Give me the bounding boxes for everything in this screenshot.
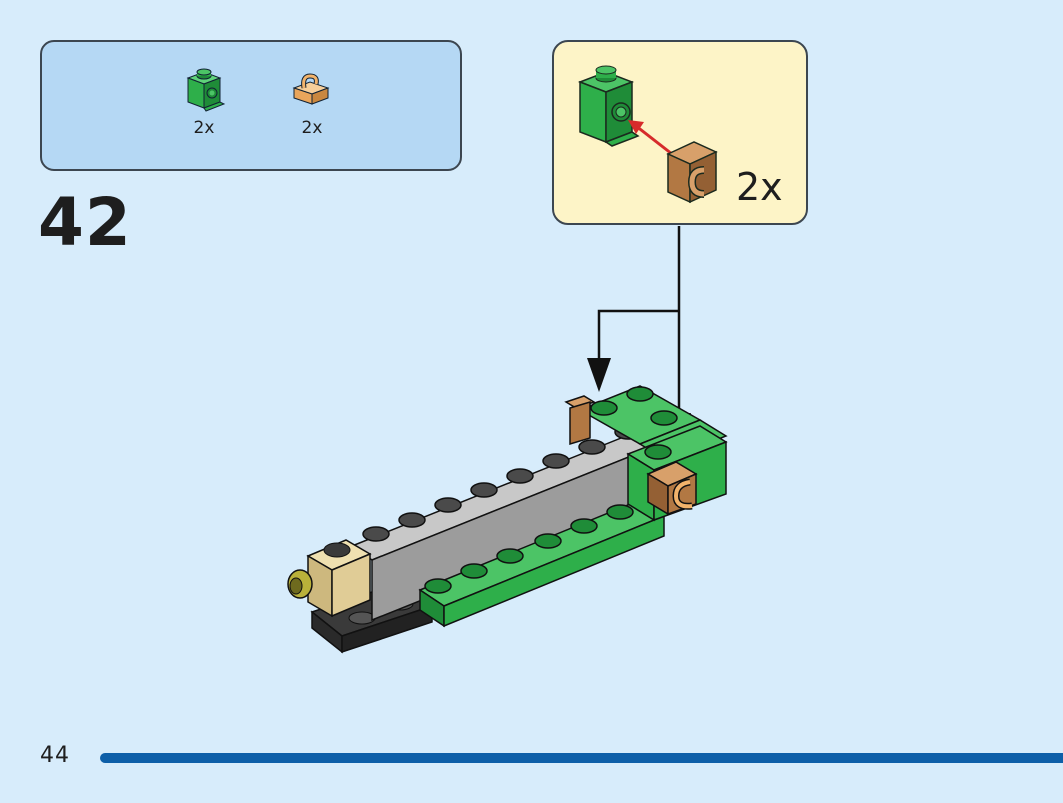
green-studs-front: [424, 504, 634, 594]
brown-clip-left: [564, 395, 596, 446]
tan-brick: [287, 539, 372, 618]
green-side-stud-brick-icon: [186, 68, 226, 112]
arrow-head-left: [587, 358, 611, 392]
progress-bar: [100, 753, 1063, 763]
sub-assembly-callout: 2x: [552, 40, 808, 225]
parts-item-green-brick: 2x: [174, 68, 234, 138]
parts-item-qty: 2x: [193, 118, 215, 138]
parts-item-qty: 2x: [301, 118, 323, 138]
callout-quantity: 2x: [736, 165, 783, 209]
tan-clip-icon: [292, 73, 330, 105]
parts-list-box: 2x 2x: [40, 40, 462, 171]
brown-clip-right: [646, 461, 698, 516]
callout-illustration: [577, 65, 718, 204]
green-long-plate: [418, 499, 666, 628]
build-scene: [287, 226, 728, 654]
page-number: 44: [40, 743, 70, 768]
red-insert-arrow: [628, 120, 673, 156]
connector-arrows: [597, 226, 681, 415]
brown-clip-icon: [666, 141, 718, 204]
step-number: 42: [38, 184, 132, 261]
parts-item-tan-clip: 2x: [282, 70, 342, 138]
green-side-stud-brick-icon: [577, 65, 640, 147]
